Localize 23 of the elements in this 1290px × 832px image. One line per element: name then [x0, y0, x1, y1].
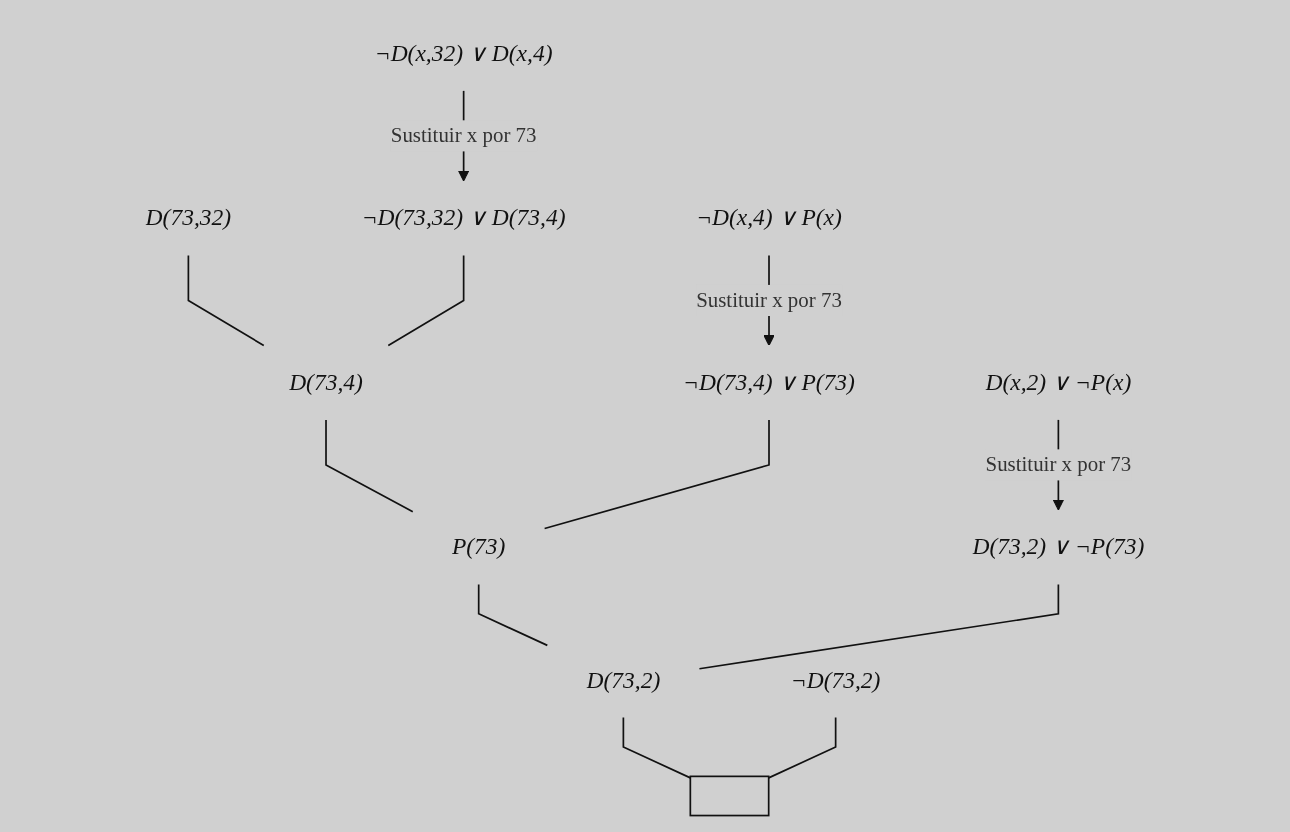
connector: [325, 419, 414, 513]
node-text: D(73,2): [586, 666, 661, 693]
node-text: P(73): [451, 533, 506, 560]
node-text: D(73,4): [289, 368, 363, 396]
edge-label: Sustituir x por 73: [696, 288, 842, 311]
connector: [622, 716, 692, 779]
node-text: D(73,2) ∨ ¬P(73): [972, 533, 1145, 560]
node-text: ¬D(x,4) ∨ P(x): [696, 204, 842, 231]
connector: [387, 254, 465, 347]
node-text: ¬D(x,32) ∨ D(x,4): [374, 39, 553, 67]
node-text: ¬D(73,32) ∨ D(73,4): [361, 204, 566, 231]
node-text: ¬D(73,2): [790, 666, 881, 693]
connector: [698, 583, 1060, 670]
node-text: D(73,32): [145, 204, 232, 231]
edge-label: Sustituir x por 73: [985, 453, 1132, 476]
edge-label: Sustituir x por 73: [390, 124, 537, 147]
node-box: [689, 775, 770, 817]
node-text: D(x,2) ∨ ¬P(x): [985, 368, 1132, 396]
node-text: ¬D(73,4) ∨ P(73): [683, 368, 855, 396]
connector: [187, 254, 265, 347]
connector: [543, 419, 770, 530]
connector: [477, 583, 549, 647]
connector: [767, 716, 837, 779]
